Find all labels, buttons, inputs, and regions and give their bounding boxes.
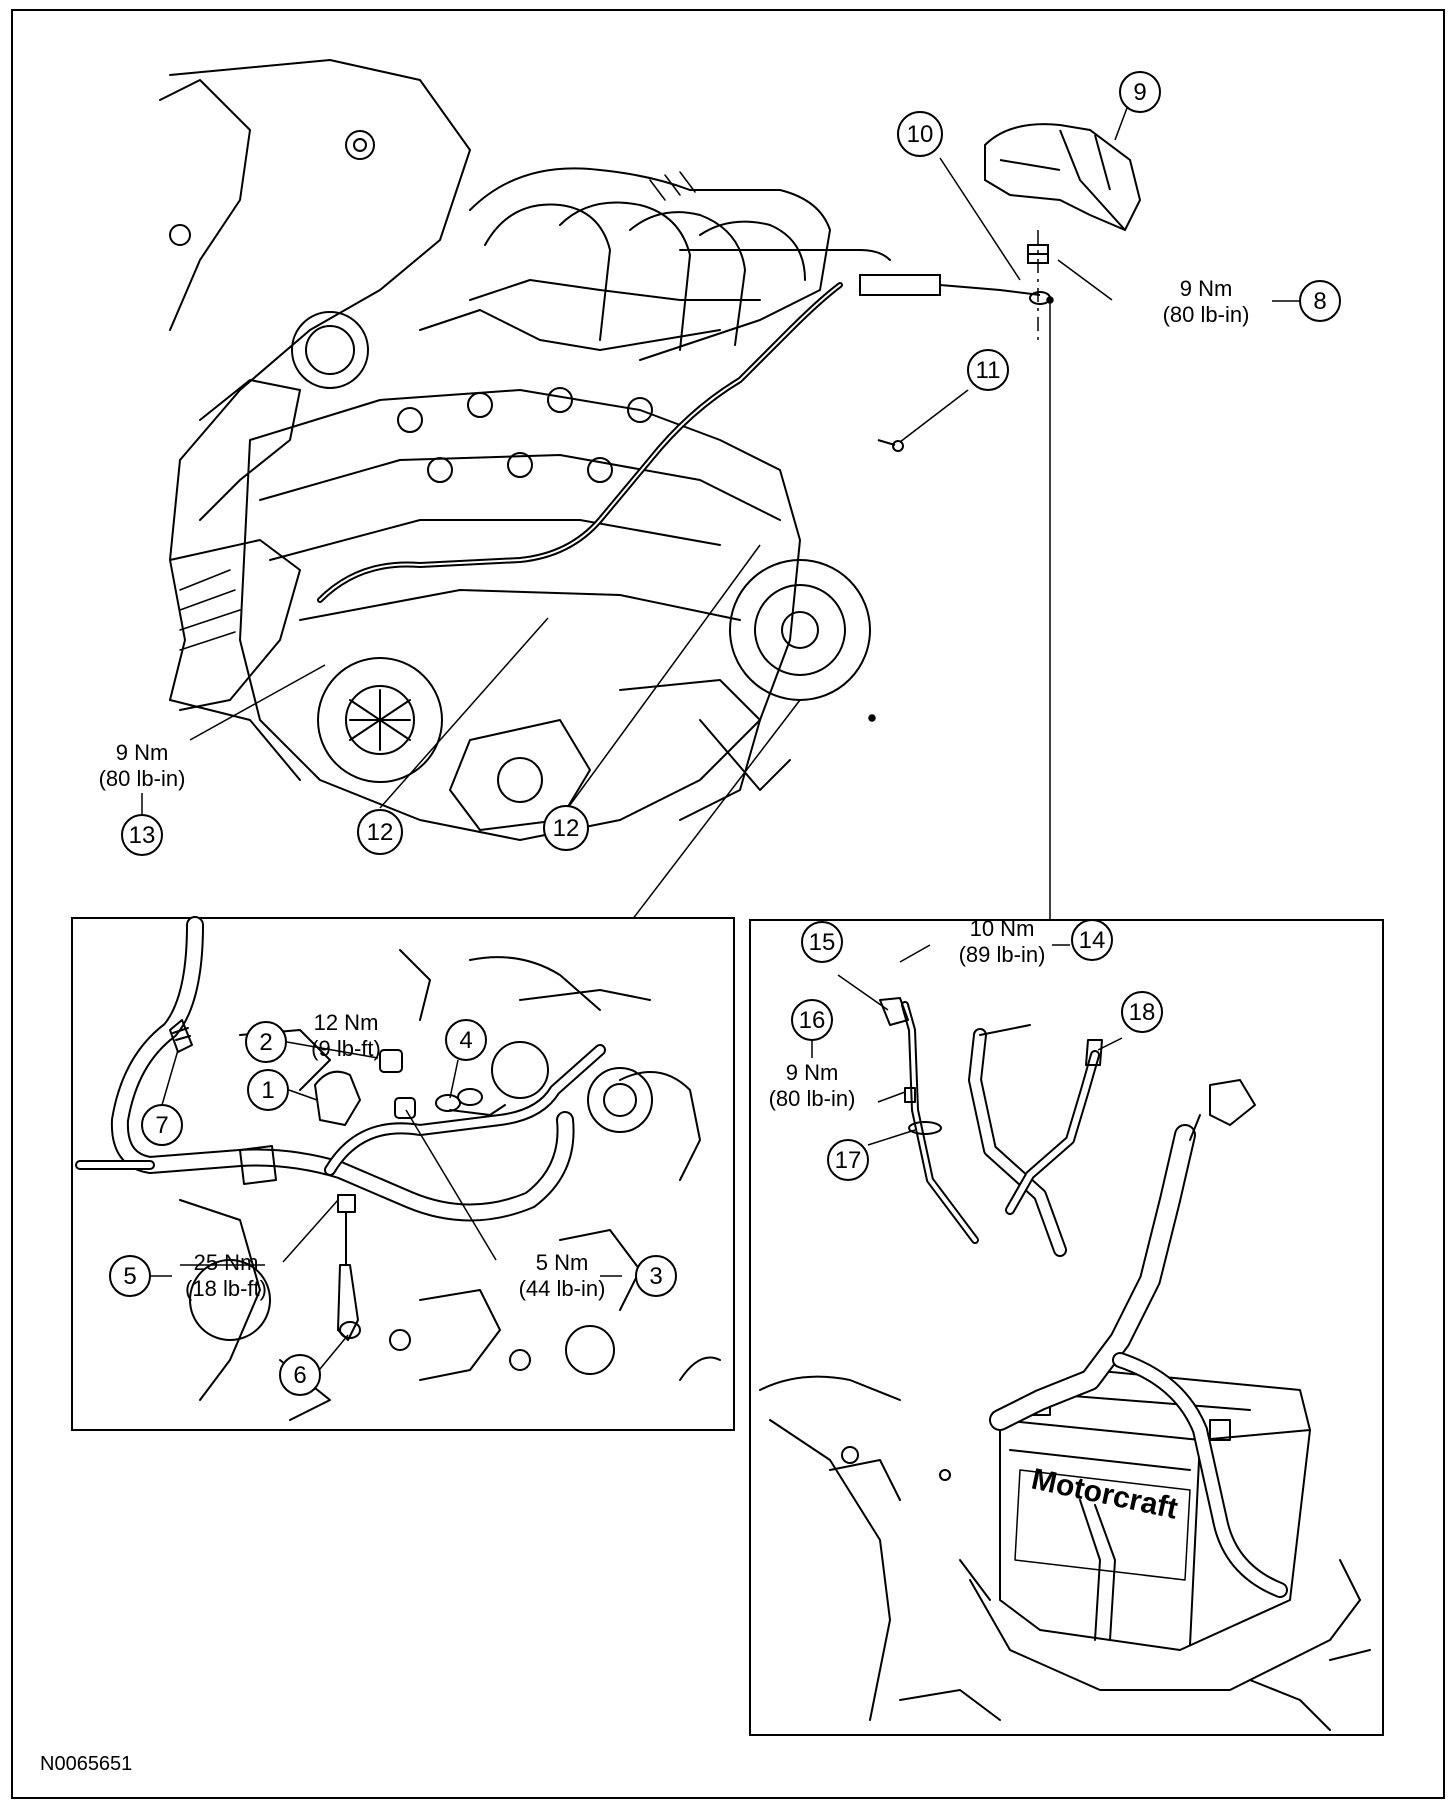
- callout-5-label: 5: [123, 1263, 136, 1290]
- starter-detail-leaders: [161, 1041, 622, 1376]
- callout-6: 6: [279, 1354, 321, 1396]
- torque-spec-8-metric: 9 Nm: [1180, 276, 1233, 301]
- callout-14-label: 14: [1079, 927, 1106, 954]
- torque-spec-13-imperial: (80 lb-in): [99, 766, 186, 791]
- callout-1: 1: [247, 1069, 289, 1111]
- callout-12-left: 12: [357, 809, 403, 855]
- bolt-part: [877, 439, 904, 452]
- callout-15-label: 15: [809, 929, 836, 956]
- torque-spec-14-imperial: (89 lb-in): [959, 942, 1046, 967]
- torque-spec-5: 25 Nm (18 lb-ft): [185, 1250, 267, 1301]
- battery-detail-box: [749, 919, 1384, 1736]
- callout-4-label: 4: [459, 1027, 472, 1054]
- callout-17: 17: [827, 1139, 869, 1181]
- torque-spec-16-imperial: (80 lb-in): [769, 1086, 856, 1111]
- torque-spec-16-metric: 9 Nm: [786, 1060, 839, 1085]
- callout-13: 13: [121, 814, 163, 856]
- torque-spec-5-metric: 25 Nm: [194, 1250, 259, 1275]
- callout-15: 15: [801, 921, 843, 963]
- callout-8: 8: [1272, 280, 1341, 322]
- callout-9: 9: [1119, 71, 1161, 113]
- cable-cover-part: [984, 123, 1142, 232]
- callout-16: 16: [791, 999, 833, 1058]
- callout-9-label: 9: [1133, 79, 1146, 106]
- torque-spec-8-imperial: (80 lb-in): [1163, 302, 1250, 327]
- torque-spec-3: 5 Nm (44 lb-in): [519, 1250, 606, 1301]
- callout-10: 10: [897, 111, 943, 157]
- callout-3: 3: [635, 1255, 677, 1297]
- callout-11-label: 11: [976, 357, 1001, 384]
- figure-reference: N0065651: [40, 1753, 132, 1775]
- torque-spec-5-imperial: (18 lb-ft): [185, 1276, 267, 1301]
- callout-13-label: 13: [129, 822, 156, 849]
- torque-spec-13-metric: 9 Nm: [116, 740, 169, 765]
- callout-3-label: 3: [649, 1263, 662, 1290]
- torque-spec-3-imperial: (44 lb-in): [519, 1276, 606, 1301]
- callout-14: 14: [1071, 919, 1113, 961]
- callout-8-label: 8: [1313, 288, 1326, 315]
- torque-spec-3-metric: 5 Nm: [536, 1250, 589, 1275]
- callout-16-label: 16: [799, 1007, 826, 1034]
- torque-spec-13: 9 Nm (80 lb-in): [99, 740, 186, 815]
- torque-spec-16: 9 Nm (80 lb-in): [769, 1060, 856, 1111]
- callout-17-label: 17: [835, 1147, 862, 1174]
- callout-18-label: 18: [1129, 999, 1156, 1026]
- torque-spec-14: 10 Nm (89 lb-in): [959, 916, 1046, 967]
- callout-7-label: 7: [155, 1112, 168, 1139]
- callout-1-label: 1: [261, 1077, 274, 1104]
- torque-spec-2-imperial: (9 lb-ft): [311, 1036, 381, 1061]
- callout-7: 7: [141, 1104, 183, 1146]
- callout-6-label: 6: [293, 1362, 306, 1389]
- starter-detail-box: [71, 917, 735, 1431]
- torque-spec-8: 9 Nm (80 lb-in): [1163, 276, 1250, 327]
- battery-detail-illustration: [759, 997, 1371, 1731]
- callout-2: 2: [245, 1021, 287, 1063]
- callout-12-left-label: 12: [367, 819, 394, 846]
- callout-12-right: 12: [543, 805, 589, 851]
- callout-4: 4: [445, 1019, 487, 1061]
- callout-2-label: 2: [259, 1029, 272, 1056]
- callout-10-label: 10: [907, 121, 934, 148]
- callout-12-right-label: 12: [553, 815, 580, 842]
- battery-detail-leaders: [837, 944, 1123, 1146]
- leader-lines: [189, 99, 1131, 921]
- torque-spec-14-metric: 10 Nm: [970, 916, 1035, 941]
- callout-5: 5: [109, 1255, 172, 1297]
- torque-spec-2-metric: 12 Nm: [314, 1010, 379, 1035]
- engine-illustration: [159, 59, 891, 841]
- starter-detail-illustration: [75, 916, 721, 1421]
- torque-spec-2: 12 Nm (9 lb-ft): [311, 1010, 381, 1061]
- callout-11: 11: [967, 349, 1009, 391]
- callout-18: 18: [1121, 991, 1163, 1033]
